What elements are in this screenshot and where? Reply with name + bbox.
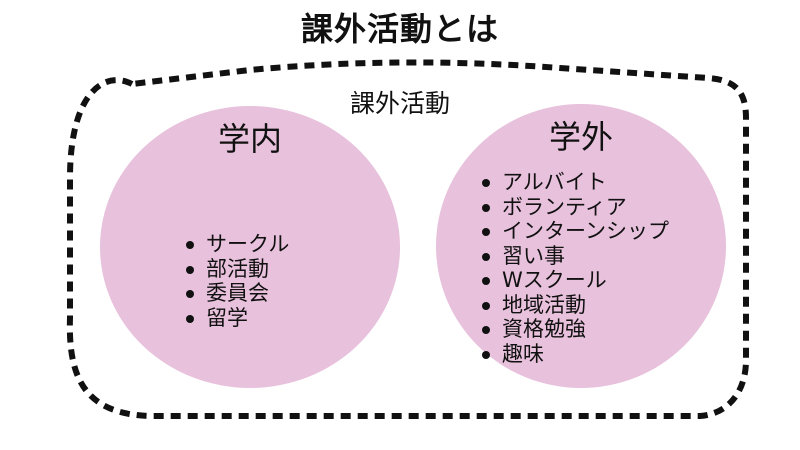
list-item: サークル bbox=[184, 232, 289, 257]
list-item: インターンシップ bbox=[480, 219, 669, 244]
list-item: ボランティア bbox=[480, 195, 669, 220]
on-campus-circle: 学内 サークル 部活動 委員会 留学 bbox=[100, 106, 400, 388]
list-item: 留学 bbox=[184, 306, 289, 331]
list-item: 委員会 bbox=[184, 281, 289, 306]
list-item: 地域活動 bbox=[480, 293, 669, 318]
diagram-title: 課外活動とは bbox=[300, 10, 499, 48]
on-campus-heading: 学内 bbox=[217, 120, 282, 158]
list-item: 部活動 bbox=[184, 257, 289, 282]
list-item: 趣味 bbox=[480, 342, 669, 367]
list-item: 習い事 bbox=[480, 244, 669, 269]
frame-label: 課外活動 bbox=[349, 89, 450, 118]
off-campus-circle: 学外 アルバイト ボランティア インターンシップ 習い事 Wスクール 地域活動 … bbox=[436, 104, 726, 388]
list-item: Wスクール bbox=[480, 268, 669, 293]
list-item: アルバイト bbox=[480, 170, 669, 195]
off-campus-heading: 学外 bbox=[548, 118, 613, 156]
off-campus-list: アルバイト ボランティア インターンシップ 習い事 Wスクール 地域活動 資格勉… bbox=[480, 170, 669, 366]
list-item: 資格勉強 bbox=[480, 317, 669, 342]
on-campus-list: サークル 部活動 委員会 留学 bbox=[184, 232, 289, 330]
